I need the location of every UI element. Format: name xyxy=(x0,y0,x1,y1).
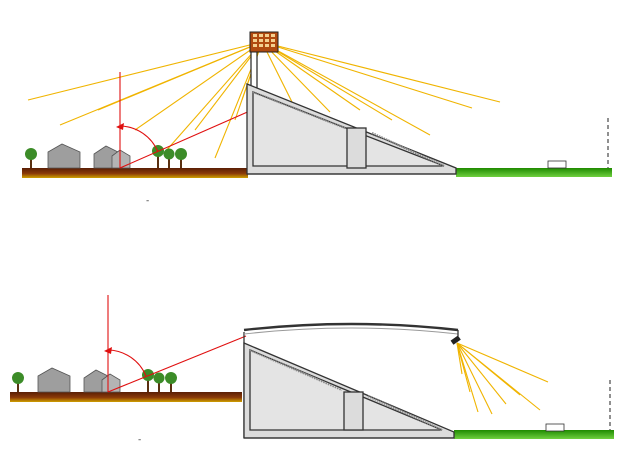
house-icon xyxy=(47,143,81,169)
tree-icon xyxy=(152,145,164,168)
house-icon xyxy=(83,369,121,393)
tree-icon xyxy=(142,369,154,392)
floodlight-icon xyxy=(450,335,461,345)
floodlight-icon xyxy=(249,31,279,53)
panel-bottom: - xyxy=(10,295,614,445)
sightline xyxy=(104,295,247,393)
goal-icon xyxy=(545,423,565,432)
tree-icon xyxy=(175,148,187,168)
pitch xyxy=(456,168,612,177)
house-icon xyxy=(37,367,71,393)
tree-icon xyxy=(153,372,165,392)
floodlight-beams xyxy=(456,342,549,415)
ground-left xyxy=(10,392,242,402)
ground-left xyxy=(22,168,248,178)
goal-icon xyxy=(547,160,567,169)
tree-icon xyxy=(25,148,37,168)
grandstand-roofed xyxy=(243,322,459,439)
tree-icon xyxy=(163,148,175,168)
caption-mark: - xyxy=(146,196,149,206)
tree-icon xyxy=(12,372,24,392)
house-icon xyxy=(93,145,131,169)
tree-icon xyxy=(165,372,177,392)
panel-top: - xyxy=(22,31,612,206)
caption-mark: - xyxy=(138,435,141,445)
sightline xyxy=(116,72,253,169)
grandstand xyxy=(246,83,457,175)
pitch xyxy=(454,430,614,439)
